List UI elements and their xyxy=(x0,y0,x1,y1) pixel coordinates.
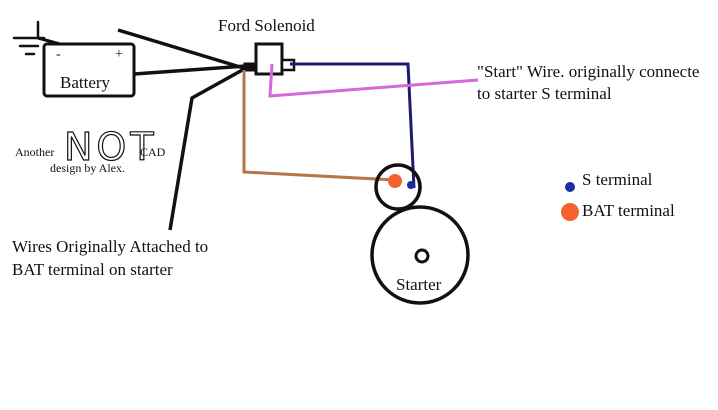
legend-s-terminal-label: S terminal xyxy=(582,170,653,189)
brown-bat-wire xyxy=(242,70,396,182)
starter-s-terminal-dot xyxy=(407,181,415,189)
wires-note-line2: BAT terminal on starter xyxy=(12,260,173,279)
cad-text: CAD xyxy=(140,145,166,159)
start-wire-label-line2: to starter S terminal xyxy=(477,84,612,103)
another-text: Another xyxy=(15,145,54,159)
start-wire-label-line1: "Start" Wire. originally connecte xyxy=(477,62,699,81)
battery-pos-sign: + xyxy=(115,47,123,62)
starter-shaft xyxy=(414,248,430,264)
starter-bat-terminal-dot xyxy=(388,174,402,188)
solenoid-bat-post xyxy=(243,62,257,72)
navy-wire xyxy=(290,62,416,189)
wires-note-line1: Wires Originally Attached to xyxy=(12,237,208,256)
battery-neg-sign: - xyxy=(56,47,61,62)
pink-start-wire xyxy=(268,63,479,98)
bat-wire-lower xyxy=(168,66,247,231)
starter-label: Starter xyxy=(396,275,442,294)
design-by-text: design by Alex. xyxy=(50,161,125,175)
battery-label: Battery xyxy=(60,73,111,92)
legend-bat-terminal-dot xyxy=(561,203,579,221)
battery-box xyxy=(42,42,136,98)
legend-bat-terminal-label: BAT terminal xyxy=(582,201,675,220)
starter-motor-circle xyxy=(370,205,470,305)
legend-s-terminal-dot xyxy=(565,182,575,192)
solenoid-label: Ford Solenoid xyxy=(218,16,315,35)
bat-wire-upper xyxy=(133,64,247,76)
battery-positive-cable xyxy=(117,28,251,72)
solenoid-body xyxy=(254,42,284,76)
notcad-logo: NOT xyxy=(64,125,158,169)
starter-solenoid-circle xyxy=(374,163,422,211)
